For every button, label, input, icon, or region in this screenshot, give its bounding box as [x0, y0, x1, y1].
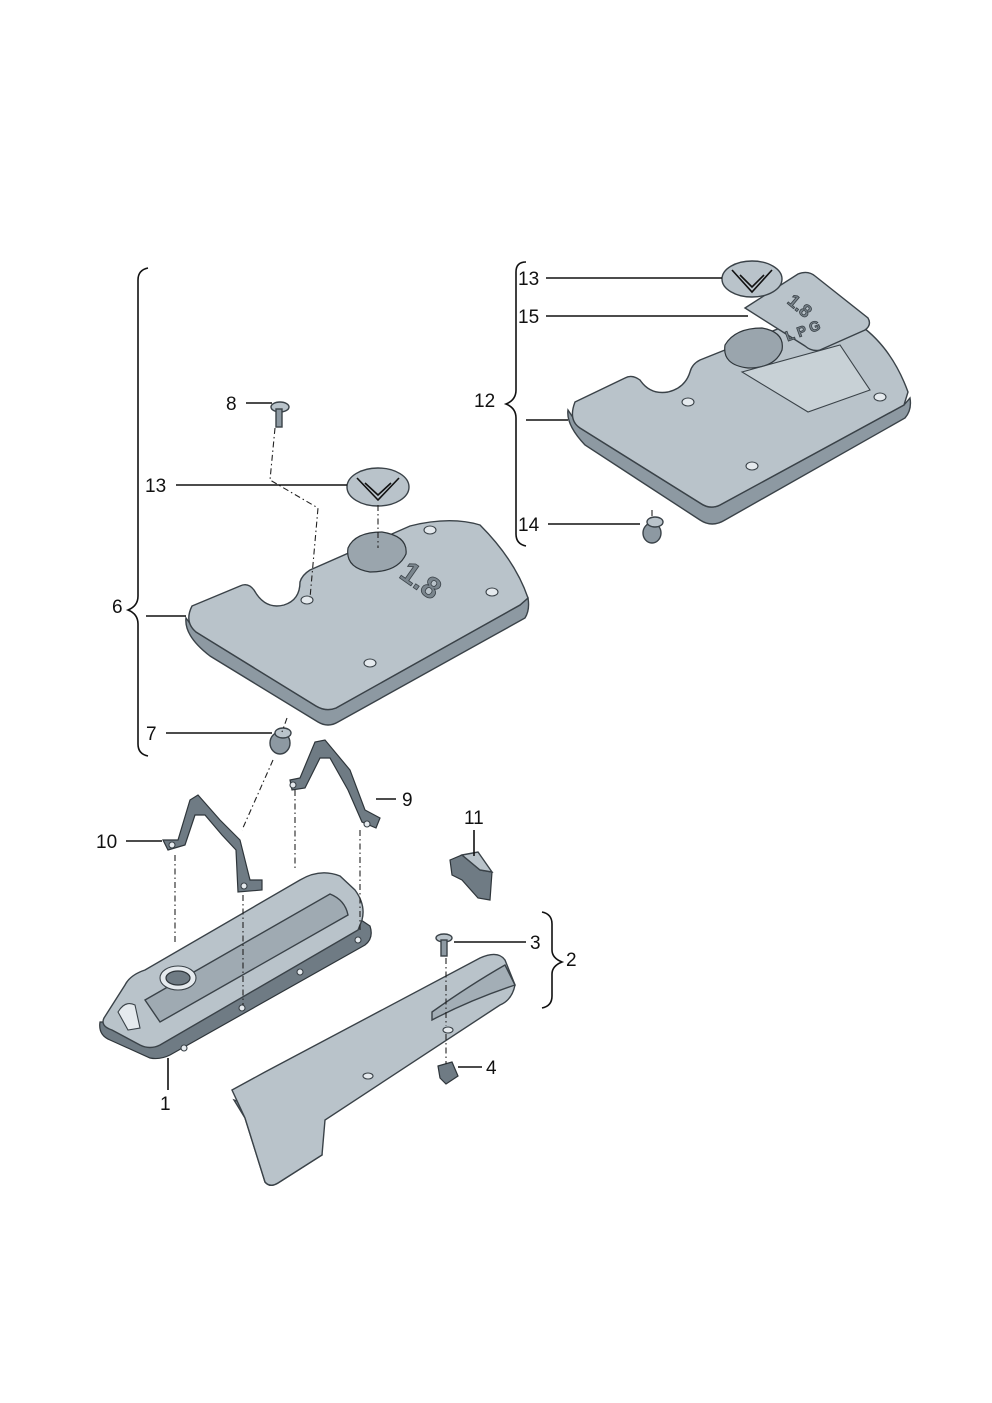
- rubber-grommet: [269, 727, 292, 755]
- recess-circle: [347, 531, 407, 573]
- callout-7: 7: [146, 724, 157, 745]
- callout-12: 12: [474, 391, 495, 412]
- bracket-right: [289, 739, 381, 829]
- trim-cover: [231, 933, 516, 1186]
- callout-13-lower: 13: [145, 476, 166, 497]
- mount-hole: [485, 587, 499, 597]
- cylinder-head-cover: [99, 872, 372, 1060]
- engine-cover: [188, 520, 529, 711]
- cover-opening: [117, 1003, 141, 1031]
- vw-emblem-upper: [721, 260, 783, 298]
- mount-hole: [362, 1072, 374, 1080]
- mount-hole: [745, 461, 759, 471]
- bolt: [270, 401, 290, 428]
- engine-cover-assembly: 1.8: [185, 401, 530, 755]
- mount-hole: [300, 595, 314, 605]
- callout-13-upper: 13: [518, 269, 539, 290]
- callout-9: 9: [402, 790, 413, 811]
- bracket-left: [162, 794, 263, 893]
- callout-2: 2: [566, 950, 577, 971]
- assembly-lines: [174, 427, 653, 1064]
- engine-cover-lpg-assembly: 1.8 L P G: [567, 260, 912, 544]
- mount-hole: [423, 525, 437, 535]
- mount-hole: [681, 397, 695, 407]
- callout-11: 11: [464, 808, 484, 829]
- group-braces: [125, 261, 565, 1009]
- recess-plate: [740, 344, 871, 413]
- leader-lines: [126, 277, 748, 1090]
- retaining-clip: [449, 851, 494, 901]
- callout-6: 6: [112, 597, 123, 618]
- lpg-badge-plate: [743, 271, 871, 352]
- screw: [435, 933, 453, 957]
- recess-circle: [724, 327, 783, 369]
- callout-3: 3: [530, 933, 541, 954]
- callout-8: 8: [226, 394, 237, 415]
- mount-hole: [442, 1026, 454, 1034]
- callout-4: 4: [486, 1058, 497, 1079]
- clip-nut: [437, 1061, 459, 1085]
- callout-14: 14: [518, 515, 540, 536]
- callout-15: 15: [518, 307, 539, 328]
- callout-labels: 13 15 12 14 8 13 6 7 9 10 11 3 2 4 1: [96, 269, 577, 1115]
- callout-10: 10: [96, 832, 117, 853]
- rubber-grommet-upper: [642, 516, 664, 544]
- mount-hole: [873, 392, 887, 402]
- callout-1: 1: [160, 1094, 171, 1115]
- mount-hole: [363, 658, 377, 668]
